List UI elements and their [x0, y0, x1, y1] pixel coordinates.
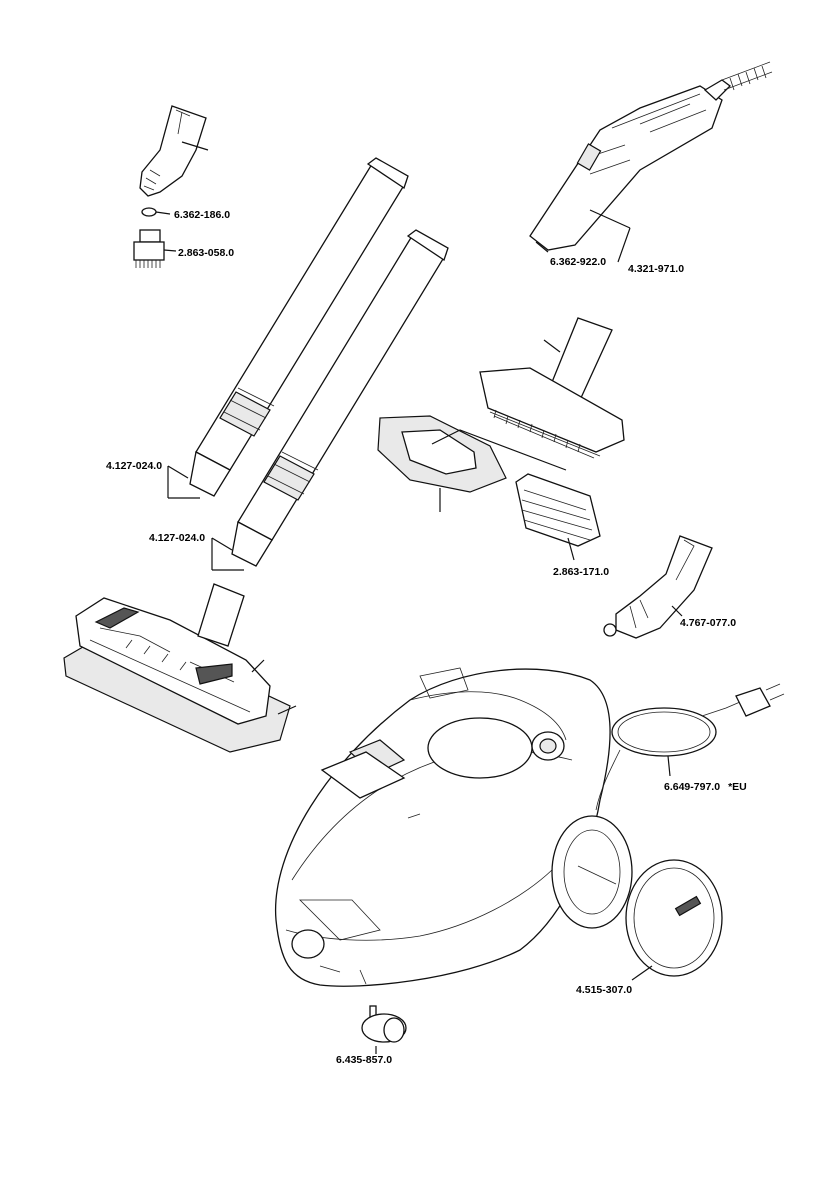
- round-brush-illustration: [134, 230, 176, 268]
- hand-nozzle-illustration: [480, 318, 624, 458]
- part-label-seal: 6.362-922.0: [550, 256, 606, 268]
- steam-cleaner-body-illustration: [276, 668, 610, 986]
- detail-nozzle-illustration: [140, 106, 208, 196]
- microfibre-cover-illustration: [516, 474, 600, 560]
- steam-gun-handle-illustration: [530, 62, 772, 262]
- castor-wheel-illustration: [362, 1006, 406, 1054]
- rear-wheel-illustration: [552, 816, 632, 928]
- part-label-castor: 6.435-857.0: [336, 1054, 392, 1066]
- o-ring-illustration: [142, 208, 170, 216]
- part-label-extension-tube-2: 4.127-024.0: [149, 532, 205, 544]
- part-label-wheel-cap: 4.515-307.0: [576, 984, 632, 996]
- part-label-power-cord: 6.649-797.0*EU: [664, 781, 747, 793]
- part-label-power-nozzle: 4.767-077.0: [680, 617, 736, 629]
- wheel-cap-illustration: [626, 860, 722, 980]
- part-label-extension-tube-1: 4.127-024.0: [106, 460, 162, 472]
- part-label-round-brush: 2.863-058.0: [178, 247, 234, 259]
- floor-nozzle-illustration: [64, 584, 296, 752]
- part-label-handle: 4.321-971.0: [628, 263, 684, 275]
- part-label-microfibre-cover: 2.863-171.0: [553, 566, 609, 578]
- part-label-o-ring: 6.362-186.0: [174, 209, 230, 221]
